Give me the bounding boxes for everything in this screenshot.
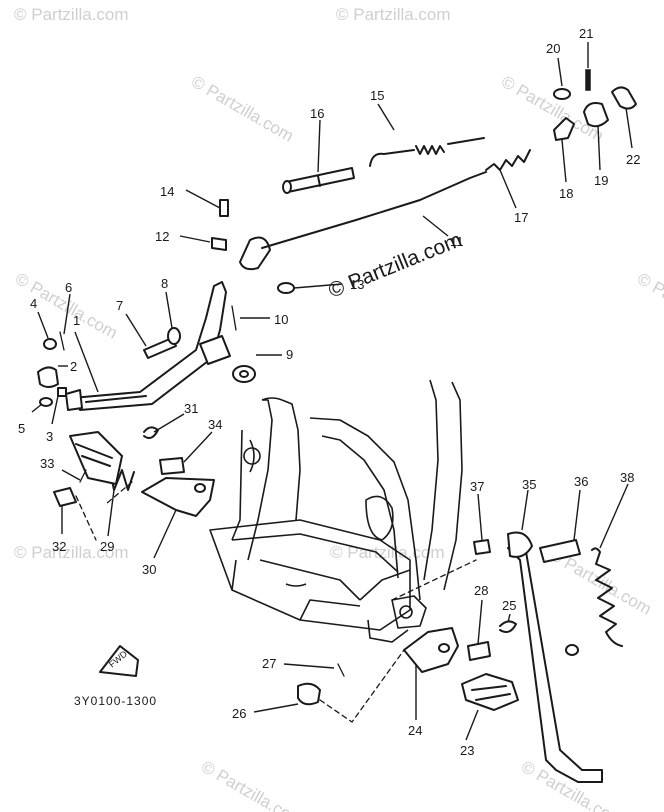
return-spring: [369, 137, 485, 167]
watermark: © Partzilla.com: [14, 543, 129, 562]
callout-24: 24: [408, 723, 422, 738]
callout-2: 2: [70, 359, 77, 374]
watermark: © Partzilla.com: [188, 72, 297, 146]
callout-30: 30: [142, 562, 156, 577]
callout-1: 1: [73, 313, 80, 328]
callout-37: 37: [470, 479, 484, 494]
watermark: © Partzilla.com: [634, 269, 664, 343]
callout-22: 22: [626, 152, 640, 167]
watermark: © Partzilla.com: [336, 5, 451, 24]
right-footrest-bracket: [403, 627, 459, 673]
watermark-main: © Partzilla.com: [325, 228, 465, 302]
callout-4: 4: [30, 296, 37, 311]
callout-21: 21: [579, 26, 593, 41]
callout-31: 31: [184, 401, 198, 416]
callout-16: 16: [310, 106, 324, 121]
callout-28: 28: [474, 583, 488, 598]
callout-6: 6: [65, 280, 72, 295]
right-footrest: [461, 673, 519, 711]
callout-10: 10: [274, 312, 288, 327]
callout-33: 33: [40, 456, 54, 471]
callout-14: 14: [160, 184, 174, 199]
callout-29: 29: [100, 539, 114, 554]
callout-13: 13: [350, 277, 364, 292]
watermark: © Partzilla.com: [14, 5, 129, 24]
left-footrest-bracket: [141, 477, 215, 517]
callout-8: 8: [161, 276, 168, 291]
parts-layer: [37, 69, 637, 783]
callout-20: 20: [546, 41, 560, 56]
callout-labels: 1 2 3 4 5 6 7 8 9 10 11 12 13 14 15 16 1…: [18, 26, 640, 758]
brake-rod: [261, 171, 487, 249]
callout-26: 26: [232, 706, 246, 721]
callout-12: 12: [155, 229, 169, 244]
callout-7: 7: [116, 298, 123, 313]
callout-11: 11: [450, 234, 464, 249]
brake-shaft: [285, 167, 355, 193]
callout-19: 19: [594, 173, 608, 188]
callout-32: 32: [52, 539, 66, 554]
callout-3: 3: [46, 429, 53, 444]
callout-17: 17: [514, 210, 528, 225]
diagram-code: 3Y0100-1300: [74, 694, 157, 708]
brake-pedal: [71, 281, 227, 411]
callout-18: 18: [559, 186, 573, 201]
rod-adjuster: [485, 149, 531, 171]
callout-leaders: [31, 42, 633, 741]
callout-25: 25: [502, 598, 516, 613]
sidestand: [507, 539, 603, 783]
callout-36: 36: [574, 474, 588, 489]
left-footrest: [69, 431, 123, 485]
frame-structure: [209, 379, 463, 643]
fwd-arrow-badge: FWD: [99, 645, 139, 677]
callout-38: 38: [620, 470, 634, 485]
callout-9: 9: [286, 347, 293, 362]
callout-23: 23: [460, 743, 474, 758]
callout-27: 27: [262, 656, 276, 671]
sidestand-spring: [591, 547, 623, 647]
callout-15: 15: [370, 88, 384, 103]
callout-34: 34: [208, 417, 222, 432]
callout-5: 5: [18, 421, 25, 436]
callout-35: 35: [522, 477, 536, 492]
watermark: © Partzilla.com: [198, 757, 307, 812]
